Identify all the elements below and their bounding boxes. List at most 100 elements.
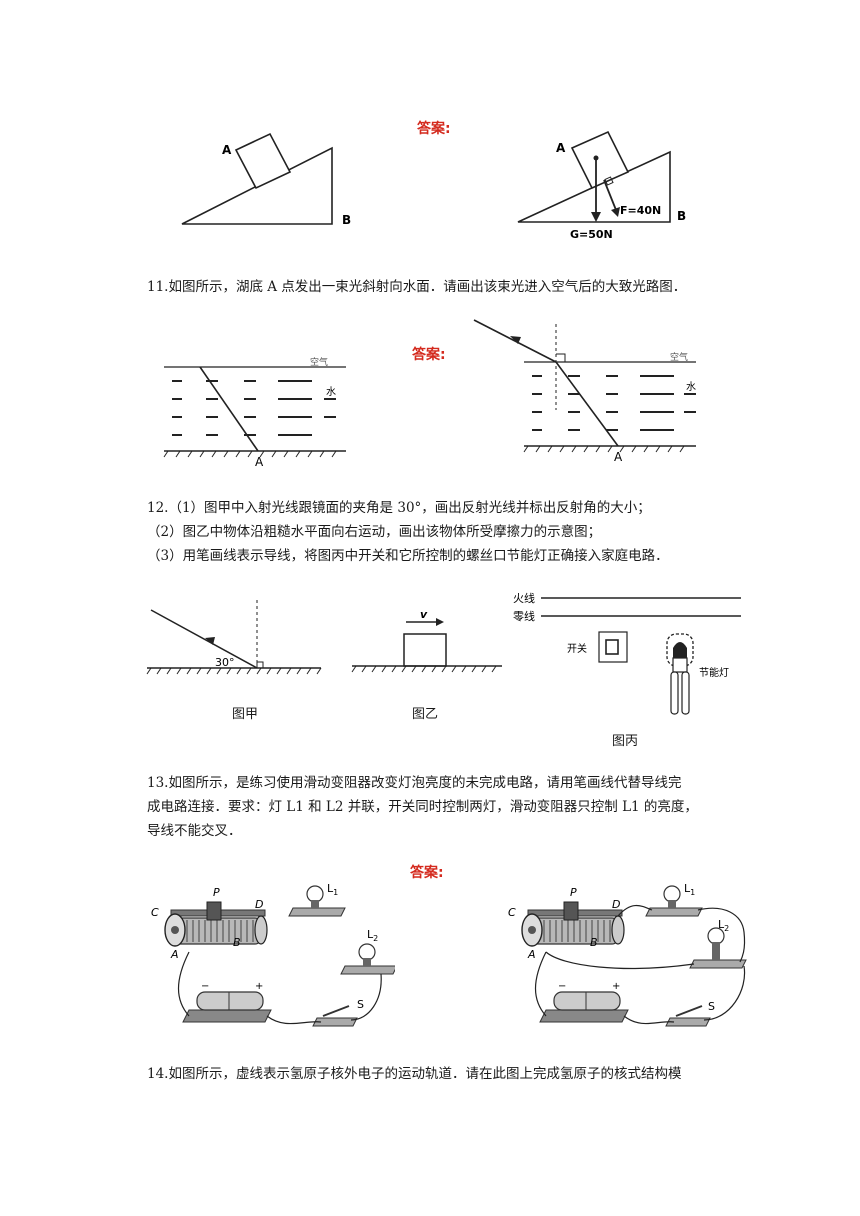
label-angle: 30° — [215, 656, 235, 669]
switch-s — [312, 1005, 358, 1027]
label-b: B — [590, 936, 598, 949]
wire — [697, 907, 746, 963]
label-d: D — [255, 898, 263, 911]
incident-ray — [150, 609, 258, 669]
label-c: C — [508, 906, 516, 919]
label-air: 空气 — [310, 356, 328, 368]
label-point-a: A — [255, 455, 264, 469]
label-velocity: v — [420, 612, 428, 621]
caption-fig-jia: 图甲 — [232, 707, 259, 722]
label-lamp: 节能灯 — [699, 666, 729, 679]
wire — [535, 951, 547, 1017]
label-b: B — [342, 213, 351, 227]
lamp-cap — [673, 642, 687, 658]
light-ray — [199, 366, 259, 452]
lamp-base — [672, 657, 688, 673]
lamp-tube-right — [681, 671, 690, 715]
right-angle-mark — [256, 661, 264, 669]
lamp-l2 — [689, 927, 747, 969]
question-13-line-3: 导线不能交叉． — [147, 823, 242, 839]
block-a — [570, 130, 630, 190]
svg-text:−: − — [558, 981, 566, 992]
incline-figure-answer: A F=40N B G=50N — [517, 130, 686, 241]
switch-s — [665, 1005, 711, 1027]
lamp-l1 — [288, 885, 346, 917]
label-live-wire: 火线 — [513, 591, 535, 605]
label-water: 水 — [686, 381, 696, 393]
sliding-rheostat — [164, 901, 268, 947]
label-b: B — [677, 209, 686, 223]
label-b: B — [233, 936, 241, 949]
velocity-arrowhead — [436, 618, 444, 626]
wire — [703, 965, 746, 1021]
right-angle-mark — [556, 353, 566, 362]
label-l1: L1 — [327, 882, 338, 897]
bottom-hatching — [523, 445, 685, 453]
right-angle-mark — [604, 176, 614, 186]
bottom-hatching — [163, 450, 337, 458]
ray-arrowhead — [205, 637, 215, 645]
question-11-text: 11.如图所示，湖底 A 点发出一束光斜射向水面．请画出该束光进入空气后的大致光… — [147, 279, 687, 295]
incident-ray — [555, 361, 619, 447]
label-p: P — [213, 886, 220, 899]
question-12-line-3: （3）用笔画线表示导线，将图丙中开关和它所控制的螺丝口节能灯正确接入家庭电路． — [147, 548, 669, 564]
switch-button — [605, 639, 619, 655]
pressure-arrow — [603, 179, 617, 211]
label-switch: 开关 — [567, 642, 587, 655]
label-a: A — [222, 143, 232, 157]
battery-pack: − + — [182, 981, 272, 1023]
wire — [266, 1015, 322, 1025]
label-l2: L2 — [367, 928, 378, 943]
label-a: A — [556, 141, 566, 155]
label-neutral-wire: 零线 — [513, 609, 535, 623]
svg-text:−: − — [201, 981, 209, 992]
water-dashes — [532, 375, 696, 431]
circuit-figure-question: C P D A B L1 L2 − + S — [151, 882, 395, 1027]
label-air: 空气 — [670, 351, 688, 363]
question-12-line-1: 12.（1）图甲中入射光线跟镜面的夹角是 30°，画出反射光线并标出反射角的大小… — [147, 500, 651, 516]
ground-hatching — [351, 665, 497, 673]
wire — [623, 1015, 675, 1025]
figure-jia-mirror: 30° — [146, 600, 322, 675]
label-a: A — [527, 948, 536, 961]
answer-label-q11: 答案: — [412, 347, 446, 363]
question-14-text: 14.如图所示，虚线表示氢原子核外电子的运动轨道．请在此图上完成氢原子的核式结构… — [147, 1066, 682, 1082]
water-dashes — [172, 380, 336, 436]
label-l2: L2 — [718, 918, 729, 933]
water-light-figure-answer: 空气 水 A — [473, 319, 696, 464]
label-d: D — [612, 898, 620, 911]
figure-yi-block: v — [351, 612, 502, 673]
label-s: S — [357, 998, 364, 1011]
label-l1: L1 — [684, 882, 695, 897]
label-point-a: A — [614, 450, 623, 464]
question-13-line-2: 成电路连接．要求：灯 L1 和 L2 并联，开关同时控制两灯，滑动变阻器只控制 … — [147, 799, 698, 815]
caption-fig-bing: 图丙 — [612, 734, 639, 749]
caption-fig-yi: 图乙 — [412, 707, 439, 722]
lamp-l1 — [645, 885, 703, 917]
label-force-f: F=40N — [620, 204, 661, 217]
wire — [617, 904, 653, 917]
wire — [545, 951, 695, 970]
label-p: P — [570, 886, 577, 899]
label-water: 水 — [326, 386, 336, 398]
pressure-arrowhead — [611, 207, 620, 217]
lamp-tube-left — [670, 671, 679, 715]
answer-label-q13: 答案: — [410, 865, 444, 881]
label-force-g: G=50N — [570, 228, 613, 241]
question-12-line-2: （2）图乙中物体沿粗糙水平面向右运动，画出该物体所受摩擦力的示意图； — [147, 524, 602, 540]
water-light-figure-question: 空气 水 A — [163, 356, 346, 469]
battery-pack: − + — [539, 981, 629, 1023]
svg-text:+: + — [255, 981, 263, 992]
wire — [350, 973, 382, 1021]
sliding-rheostat — [521, 901, 625, 947]
circuit-figure-answer: C P D A B L1 L2 − + S — [508, 882, 747, 1027]
gravity-arrowhead — [591, 212, 601, 222]
block — [403, 633, 447, 667]
label-c: C — [151, 906, 159, 919]
ray-arrowhead — [510, 336, 521, 344]
label-s: S — [708, 1000, 715, 1013]
lamp-l2 — [340, 943, 395, 975]
mirror-hatching — [146, 667, 322, 675]
question-13-line-1: 13.如图所示，是练习使用滑动变阻器改变灯泡亮度的未完成电路，请用笔画线代替导线… — [147, 775, 682, 791]
wire — [178, 951, 190, 1017]
